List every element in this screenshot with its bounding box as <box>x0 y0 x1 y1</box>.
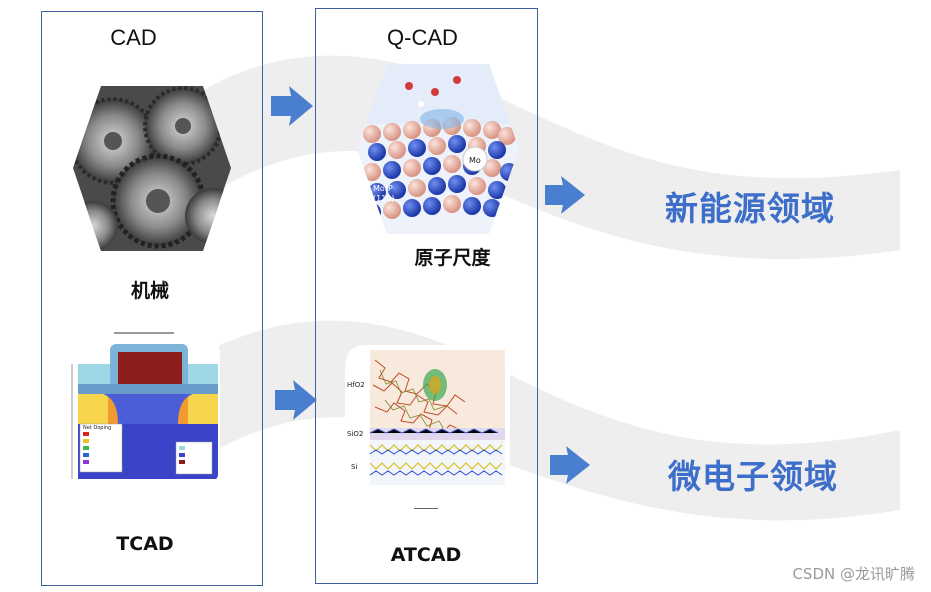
arrow-to-new-energy <box>545 176 585 214</box>
atcad-label: ATCAD <box>390 544 462 566</box>
cad-column-box <box>41 11 263 586</box>
mo2p-label: Mo₂P <box>373 184 393 193</box>
watermark: CSDN @龙讯旷腾 <box>792 565 915 583</box>
tcad-legend-title: Net Doping <box>83 425 111 431</box>
sio2-layer-label: SiO2 <box>347 430 363 438</box>
arrow-to-microelectronics <box>550 446 590 484</box>
qcad-header: Q-CAD <box>387 25 458 50</box>
new-energy-domain-label: 新能源领域 <box>665 189 835 228</box>
microelectronics-domain-label: 微电子领域 <box>668 457 838 496</box>
mo-atom-label: Mo <box>469 156 481 165</box>
mechanical-label: 机械 <box>130 280 169 302</box>
cad-header: CAD <box>110 25 157 50</box>
tcad-label: TCAD <box>116 533 174 555</box>
atomic-scale-label: 原子尺度 <box>414 247 491 269</box>
ribbon-top <box>160 55 900 260</box>
tcad-device-image: Net Doping <box>58 324 220 494</box>
arrow-cad-to-qcad-bottom <box>275 380 317 420</box>
scale-bar <box>414 508 438 509</box>
gears-image <box>73 86 231 251</box>
si-layer-label: Si <box>351 463 357 471</box>
qcad-column-box <box>315 8 538 584</box>
arrow-cad-to-qcad-top <box>271 86 313 126</box>
atcad-structure-image: HfO2 SiO2 Si <box>345 345 510 497</box>
atomic-surface-image: Mo Mo₂P (110) <box>357 64 519 234</box>
surface-index-label: (110) <box>373 194 395 203</box>
hfo2-layer-label: HfO2 <box>347 381 365 389</box>
